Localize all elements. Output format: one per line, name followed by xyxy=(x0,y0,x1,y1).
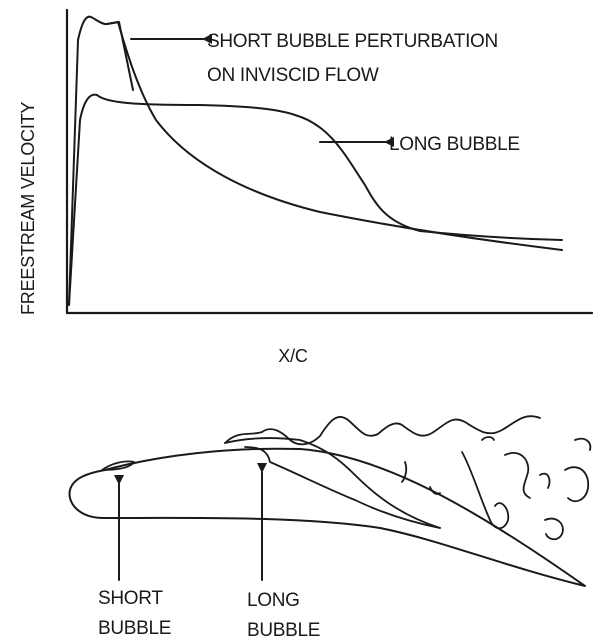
turbulent-eddy-3 xyxy=(461,451,510,530)
turbulent-eddy-7 xyxy=(564,466,590,502)
turbulent-eddy-6 xyxy=(544,517,564,541)
turbulent-wake-upper xyxy=(224,415,541,446)
turbulent-eddy-4 xyxy=(504,452,531,499)
airfoil-sketch: SHORT BUBBLE LONG BUBBLE xyxy=(68,415,592,641)
x-axis-label: X/C xyxy=(278,346,308,366)
velocity-plot: FREESTREAM VELOCITY X/C SHORT BUBBLE PER… xyxy=(18,8,594,366)
turbulent-eddy-5 xyxy=(539,472,551,489)
turbulent-eddy-9 xyxy=(481,436,495,441)
long-bubble-annotation: LONG BUBBLE xyxy=(389,134,520,155)
airfoil-outline xyxy=(68,447,586,587)
inviscid-flow-curve xyxy=(68,15,563,306)
turbulent-eddy-2 xyxy=(429,486,441,495)
short-bubble-annotation-line1: SHORT BUBBLE PERTURBATION xyxy=(207,31,498,52)
long-bubble-label-line1: LONG xyxy=(247,590,300,611)
long-bubble-curve xyxy=(68,93,563,306)
short-bubble-perturbation xyxy=(106,21,134,91)
turbulent-eddy-8 xyxy=(574,437,592,451)
short-bubble-annotation-line2: ON INVISCID FLOW xyxy=(207,65,379,86)
turbulent-eddy-1 xyxy=(401,461,408,483)
long-bubble-shear-layer-inner xyxy=(244,446,441,529)
y-axis-label: FREESTREAM VELOCITY xyxy=(18,102,38,315)
short-bubble-label-line1: SHORT xyxy=(98,588,163,609)
short-bubble-shape xyxy=(101,460,135,471)
short-bubble-label-line2: BUBBLE xyxy=(98,618,171,639)
long-bubble-shear-layer-outer xyxy=(224,437,441,529)
long-bubble-label-line2: BUBBLE xyxy=(247,620,320,639)
